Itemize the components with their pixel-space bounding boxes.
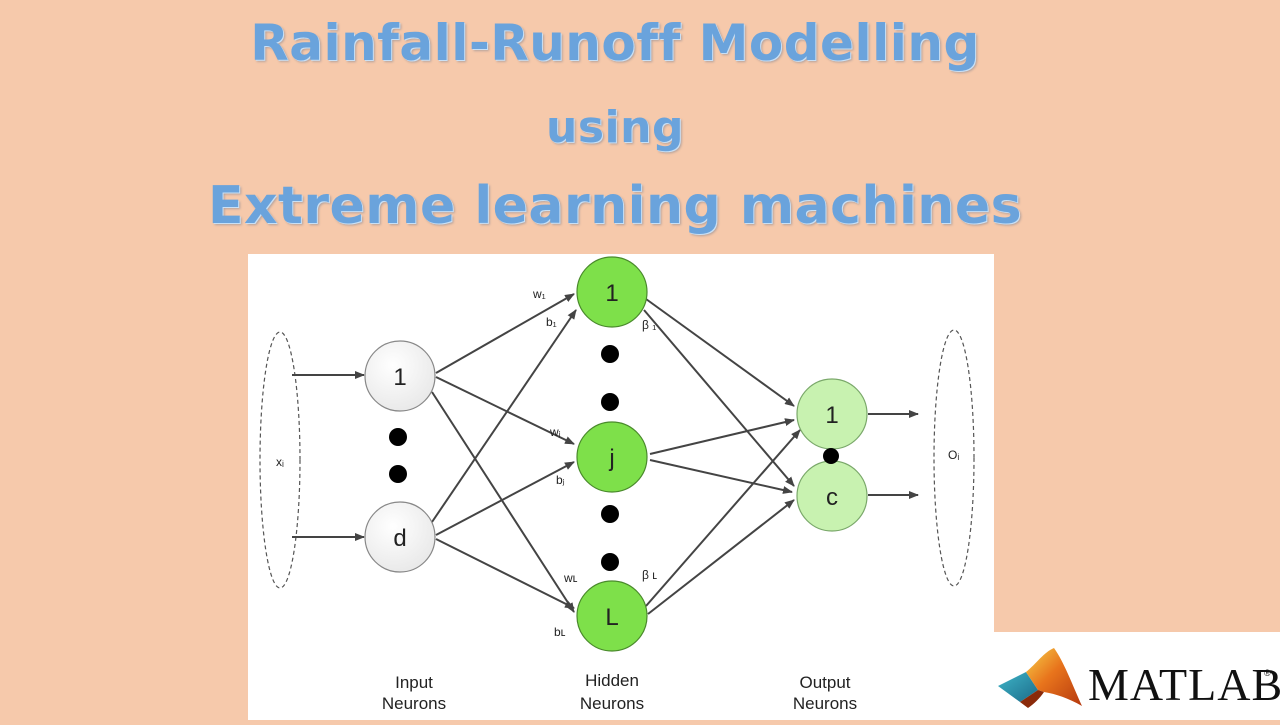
input-var-label: xᵢ: [276, 455, 284, 469]
weight-w1: w₁: [532, 287, 546, 301]
input-node-1-label: 1: [393, 364, 406, 391]
input-node-d-label: d: [393, 525, 406, 552]
title-line-2: using: [546, 102, 684, 153]
edge-h1-oc: [643, 309, 795, 487]
hidden-node-j: j: [576, 421, 648, 493]
hidden-node-j-label: j: [608, 445, 614, 472]
input-node-1: 1: [364, 340, 436, 412]
matlab-membrane-icon: [998, 648, 1082, 708]
output-var-label: Oᵢ: [948, 448, 959, 462]
edge-hj-o1: [649, 418, 795, 455]
title-line-1: Rainfall-Runoff Modelling: [250, 14, 980, 72]
layer-label-hidden-1: Hidden: [585, 671, 639, 690]
output-node-1: 1: [796, 378, 868, 450]
edge-in1-h1: [435, 293, 575, 374]
beta-L: β ʟ: [642, 568, 657, 582]
diagram-panel: xᵢ Oᵢ 1: [248, 254, 994, 720]
hidden-ellipsis-dot-4: [601, 553, 619, 571]
edge-ind-h1: [431, 309, 577, 523]
hidden-node-L: L: [576, 580, 648, 652]
bias-bL: bʟ: [554, 625, 566, 639]
title-line-3: Extreme learning machines: [207, 176, 1023, 236]
weight-wL: wʟ: [563, 571, 578, 585]
bias-bj: bⱼ: [556, 473, 565, 487]
layer-label-hidden-2: Neurons: [580, 694, 644, 713]
hidden-node-1-label: 1: [605, 280, 618, 307]
hidden-ellipsis-dot-3: [601, 505, 619, 523]
edge-in1-hj: [435, 376, 575, 445]
bias-b1: b₁: [546, 315, 557, 329]
edge-ind-hL: [435, 538, 575, 609]
elm-network-diagram: xᵢ Oᵢ 1: [259, 256, 975, 713]
matlab-logo: [994, 632, 1280, 720]
edge-hL-o1: [645, 429, 801, 607]
edge-hj-oc: [649, 459, 793, 494]
edge-hL-oc: [647, 499, 795, 615]
matlab-wordmark: MATLAB: [1088, 659, 1280, 710]
input-ellipsis-dot-1: [389, 428, 407, 446]
hidden-ellipsis-dot-2: [601, 393, 619, 411]
output-node-1-label: 1: [825, 402, 838, 429]
input-node-d: d: [364, 501, 436, 573]
output-vector-ellipse: [933, 329, 975, 587]
hidden-node-1: 1: [576, 256, 648, 328]
weight-wj: wⱼ: [549, 425, 561, 439]
layer-label-output-2: Neurons: [793, 694, 857, 713]
input-ellipsis-dot-2: [389, 465, 407, 483]
registered-mark: ®: [1264, 668, 1271, 678]
edge-ind-hj: [435, 461, 575, 536]
layer-label-input-1: Input: [395, 673, 433, 692]
output-node-c-label: c: [826, 484, 838, 511]
input-vector-ellipse: [259, 331, 301, 589]
hidden-ellipsis-dot-1: [601, 345, 619, 363]
output-node-c: c: [796, 460, 868, 532]
edge-in1-hL: [431, 391, 575, 613]
layer-label-input-2: Neurons: [382, 694, 446, 713]
beta-1: β ₁: [642, 318, 656, 332]
edge-h1-o1: [645, 298, 795, 407]
layer-label-output-1: Output: [799, 673, 850, 692]
hidden-node-L-label: L: [605, 604, 618, 631]
output-ellipsis-dot: [823, 448, 839, 464]
